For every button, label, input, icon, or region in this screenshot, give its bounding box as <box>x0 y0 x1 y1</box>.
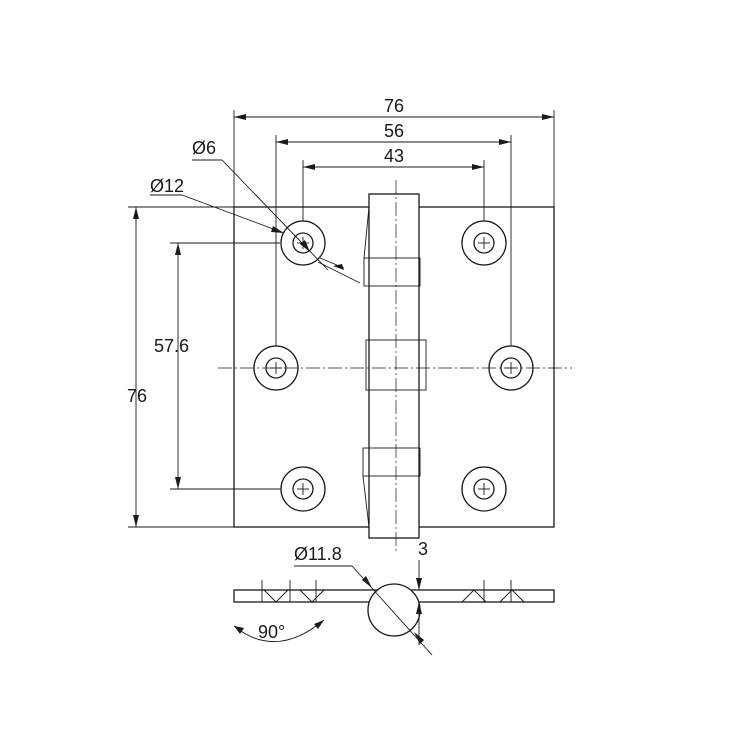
knuckle-edge <box>362 475 370 528</box>
knuckle-segment-top <box>363 257 421 287</box>
dimension-outer-hole-spacing <box>275 135 512 346</box>
vertical-hole-spacing-label: 57.6 <box>154 336 189 356</box>
dimension-opening-angle <box>233 619 325 643</box>
opening-angle-label: 90° <box>258 622 285 642</box>
knuckle-diameter-label: Ø11.8 <box>294 544 342 564</box>
dimension-plate-height <box>128 206 234 528</box>
plate-height-label: 76 <box>127 386 147 406</box>
inner-hole-spacing-label: 43 <box>384 146 404 166</box>
dimension-plate-width <box>233 110 555 207</box>
dimension-inner-hole-spacing <box>302 160 485 221</box>
counterbore-diameter-label: Ø12 <box>150 176 184 196</box>
hinge-knuckle <box>368 193 420 539</box>
thickness-label: 3 <box>418 539 428 559</box>
dimension-vertical-hole-spacing <box>170 242 281 490</box>
plate-width-label: 76 <box>384 96 404 116</box>
outer-hole-spacing-label: 56 <box>384 121 404 141</box>
screw-hole-bottom-right <box>461 466 507 512</box>
leader-hole-diameter <box>192 159 361 284</box>
hole-diameter-label: Ø6 <box>192 138 216 158</box>
leader-counterbore-diameter <box>150 194 285 234</box>
knuckle-segment-bottom <box>362 447 421 477</box>
hinge-side-view <box>233 580 555 637</box>
dimension-thickness <box>416 560 422 645</box>
knuckle-edge <box>363 206 370 259</box>
